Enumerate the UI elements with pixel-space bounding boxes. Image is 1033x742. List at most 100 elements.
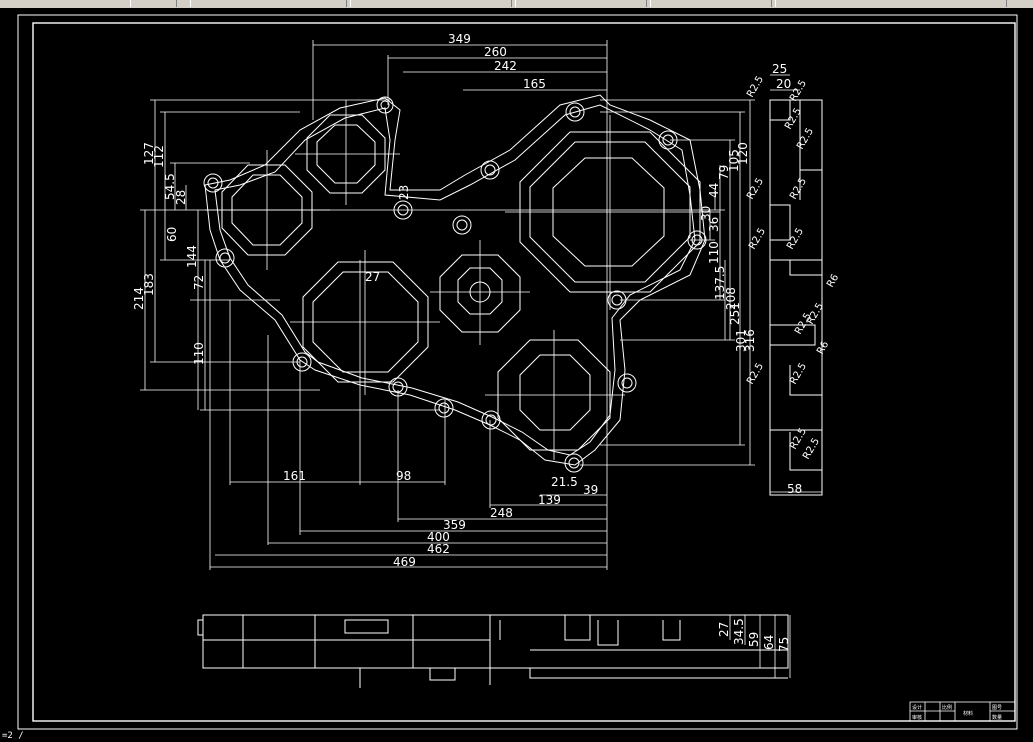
front-dim-27: 27 <box>717 622 731 637</box>
title-block: 设计 比例 图号 审核 材料 数量 <box>909 701 1016 722</box>
radius-label-3: R2.5 <box>783 106 804 131</box>
dim-349: 349 <box>448 32 471 46</box>
center-lines <box>205 100 720 460</box>
front-view-dim-lines <box>729 615 791 678</box>
radius-label-12: R2.5 <box>788 361 809 386</box>
dim-359: 359 <box>443 518 466 532</box>
dim-44: 44 <box>707 183 721 198</box>
side-view: 25 20 58 R2.5 R2.5 R2.5 R2.5 R2.5 R2.5 R… <box>745 62 841 496</box>
title-cell-1: 设计 <box>912 704 922 711</box>
dim-110-left: 110 <box>192 342 206 365</box>
dim-214: 214 <box>132 287 146 310</box>
dim-301: 301 <box>734 329 748 352</box>
side-dim-25: 25 <box>772 62 787 76</box>
command-prompt-text: =2 / <box>2 731 24 741</box>
dim-112: 112 <box>152 145 166 168</box>
bore-top-left-inner <box>316 124 376 184</box>
title-cell-6: 数量 <box>992 714 1002 721</box>
side-dim-58: 58 <box>787 482 802 496</box>
dim-110-right: 110 <box>707 241 721 264</box>
radius-label-11: R2.5 <box>745 361 766 386</box>
dim-251: 251 <box>728 302 742 325</box>
bore-center-left-inner <box>312 271 419 373</box>
sheet-outer-frame <box>17 14 1018 730</box>
radius-label-5: R2.5 <box>745 176 766 201</box>
radius-label-1: R2.5 <box>745 74 766 99</box>
radius-label-6: R2.5 <box>788 176 809 201</box>
bore-center-small-inner <box>457 267 503 315</box>
toolbar-lineweight-dropdown[interactable] <box>515 0 647 7</box>
command-line[interactable]: =2 / <box>0 731 1033 742</box>
cad-drawing-canvas[interactable]: 349 260 242 165 161 98 21.5 39 139 248 3… <box>0 8 1033 731</box>
bore-bottom-right <box>497 339 611 451</box>
dim-54-5: 54.5 <box>163 173 177 200</box>
dim-183: 183 <box>142 273 156 296</box>
dim-105: 105 <box>727 149 741 172</box>
front-view-text: 27 34.5 59 64 75 <box>717 618 791 652</box>
dim-400: 400 <box>427 530 450 544</box>
application-toolbar <box>0 0 1033 8</box>
front-dim-59: 59 <box>747 632 761 647</box>
bore-top-left <box>306 114 386 194</box>
dim-28: 28 <box>174 190 188 205</box>
front-dim-64: 64 <box>762 635 776 650</box>
dim-21-5: 21.5 <box>551 475 578 489</box>
dim-208: 208 <box>724 287 738 310</box>
bolt-holes <box>203 96 707 473</box>
front-view: 27 34.5 59 64 75 <box>197 614 791 688</box>
radius-label-8: R2.5 <box>785 226 806 251</box>
title-cell-3: 图号 <box>992 705 1002 711</box>
dim-139: 139 <box>538 493 561 507</box>
title-cell-2: 比例 <box>942 704 952 711</box>
toolbar-icon-group[interactable] <box>130 0 177 7</box>
radius-label-r6-1: R6 <box>825 272 841 289</box>
toolbar-color-dropdown[interactable] <box>650 0 772 7</box>
title-cell-5: 材料 <box>963 710 973 717</box>
top-view-dimension-text: 349 260 242 165 161 98 21.5 39 139 248 3… <box>132 32 757 569</box>
horizontal-dimension-lines <box>209 40 608 570</box>
toolbar-blank-segment <box>775 0 1007 7</box>
radius-label-r6-2: R6 <box>815 339 831 356</box>
front-view-details <box>197 615 788 688</box>
side-view-text: 25 20 58 R2.5 R2.5 R2.5 R2.5 R2.5 R2.5 R… <box>745 62 841 496</box>
dim-39: 39 <box>583 483 598 497</box>
left-dimension-lines <box>140 99 725 411</box>
radius-label-10: R2.5 <box>805 301 826 326</box>
dim-242: 242 <box>494 59 517 73</box>
dim-98: 98 <box>396 469 411 483</box>
dim-72: 72 <box>192 275 206 290</box>
bore-left-inner <box>231 174 303 246</box>
bore-right-large-inner <box>529 141 691 283</box>
front-dim-34-5: 34.5 <box>732 618 746 645</box>
dim-60: 60 <box>165 227 179 242</box>
toolbar-layer-dropdown[interactable] <box>190 0 347 7</box>
front-view-outline <box>202 614 789 669</box>
dim-165: 165 <box>523 77 546 91</box>
dim-79: 79 <box>717 165 731 180</box>
dim-137-5: 137.5 <box>713 266 727 300</box>
bore-bottom-right-inner <box>519 354 591 431</box>
dim-469: 469 <box>393 555 416 569</box>
front-dim-75: 75 <box>777 637 791 652</box>
bore-right-large-core <box>552 157 665 267</box>
housing-outline <box>204 94 706 466</box>
side-dim-20: 20 <box>776 77 791 91</box>
dim-316: 316 <box>743 329 757 352</box>
side-view-profile <box>770 100 822 471</box>
dim-30: 30 <box>699 206 713 221</box>
dim-23: 23 <box>397 185 411 200</box>
dim-248: 248 <box>490 506 513 520</box>
dim-120: 120 <box>736 142 750 165</box>
toolbar-linetype-dropdown[interactable] <box>350 0 512 7</box>
bore-center-left <box>302 261 429 383</box>
side-view-outline <box>769 99 823 496</box>
sheet-inner-frame <box>32 22 1016 722</box>
dim-144: 144 <box>185 245 199 268</box>
dim-127: 127 <box>142 142 156 165</box>
dim-27: 27 <box>365 270 380 284</box>
title-cell-4: 审核 <box>912 714 922 721</box>
bore-left <box>221 164 313 256</box>
right-dimension-lines <box>580 99 755 466</box>
dim-161: 161 <box>283 469 306 483</box>
bore-center-small <box>439 254 521 333</box>
